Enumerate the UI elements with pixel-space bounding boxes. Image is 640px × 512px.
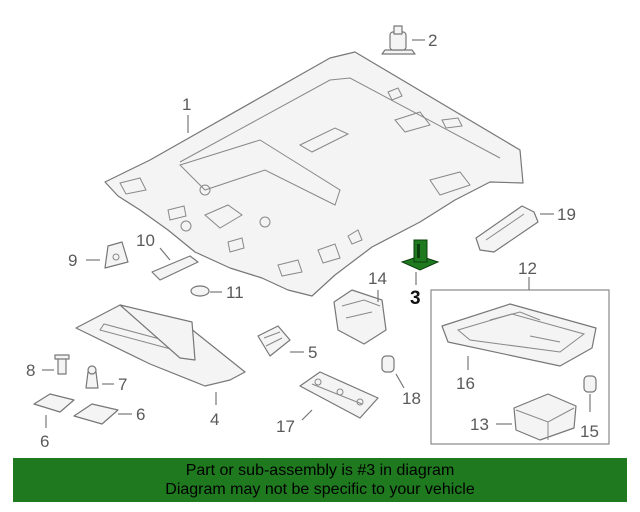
- callout-6b: 6: [136, 405, 145, 424]
- callout-10: 10: [136, 231, 155, 250]
- grab-handle-part-19: [475, 205, 539, 253]
- callout-4: 4: [210, 410, 219, 429]
- visor-holder-part-6a: [33, 393, 75, 413]
- bulb-part-11: [190, 285, 210, 297]
- overhead-console-part-16: [441, 303, 597, 367]
- callout-8: 8: [26, 361, 35, 380]
- visor-holder-part-6b: [73, 403, 119, 425]
- leader-18: [395, 373, 405, 389]
- info-banner: Part or sub-assembly is #3 in diagram Di…: [13, 458, 627, 502]
- callout-9: 9: [68, 251, 77, 270]
- trim-plate-part-17: [299, 371, 379, 419]
- leader-17: [301, 409, 313, 421]
- callout-18: 18: [402, 389, 421, 408]
- lamp-housing-part-14: [333, 289, 387, 345]
- bulb-part-18: [381, 355, 395, 373]
- clip-part-5: [257, 325, 291, 357]
- clip-part-7: [85, 365, 99, 389]
- callout-14: 14: [368, 269, 387, 288]
- callout-19: 19: [557, 205, 576, 224]
- callout-3: 3: [410, 288, 421, 309]
- callout-17: 17: [276, 417, 295, 436]
- parts-diagram: 1 2 3 9 10 11 4 8: [26, 25, 610, 451]
- highlighted-retainer-part-3: [400, 239, 440, 271]
- headliner-part: [104, 51, 524, 297]
- callout-2: 2: [428, 31, 437, 50]
- leader-10: [159, 247, 171, 261]
- banner-line-part-number: Part or sub-assembly is #3 in diagram: [185, 462, 455, 479]
- bracket-part-9: [104, 241, 129, 269]
- callout-1: 1: [182, 95, 191, 114]
- callout-5: 5: [308, 343, 317, 362]
- callout-13: 13: [470, 415, 489, 434]
- control-module-part-13: [513, 393, 577, 441]
- callout-16: 16: [456, 374, 475, 393]
- callout-15: 15: [580, 422, 599, 441]
- banner-line-disclaimer: Diagram may not be specific to your vehi…: [165, 481, 475, 498]
- bulb-part-15: [583, 375, 597, 393]
- callout-12: 12: [518, 259, 537, 278]
- callout-11: 11: [226, 283, 244, 302]
- callout-6a: 6: [40, 432, 49, 451]
- clip-part-2: [381, 25, 416, 55]
- lamp-lens-part-10: [151, 255, 199, 281]
- callout-7: 7: [118, 375, 127, 394]
- console-group-frame: [430, 289, 610, 445]
- sun-visor-part-4: [75, 304, 246, 387]
- screw-part-8: [54, 354, 70, 375]
